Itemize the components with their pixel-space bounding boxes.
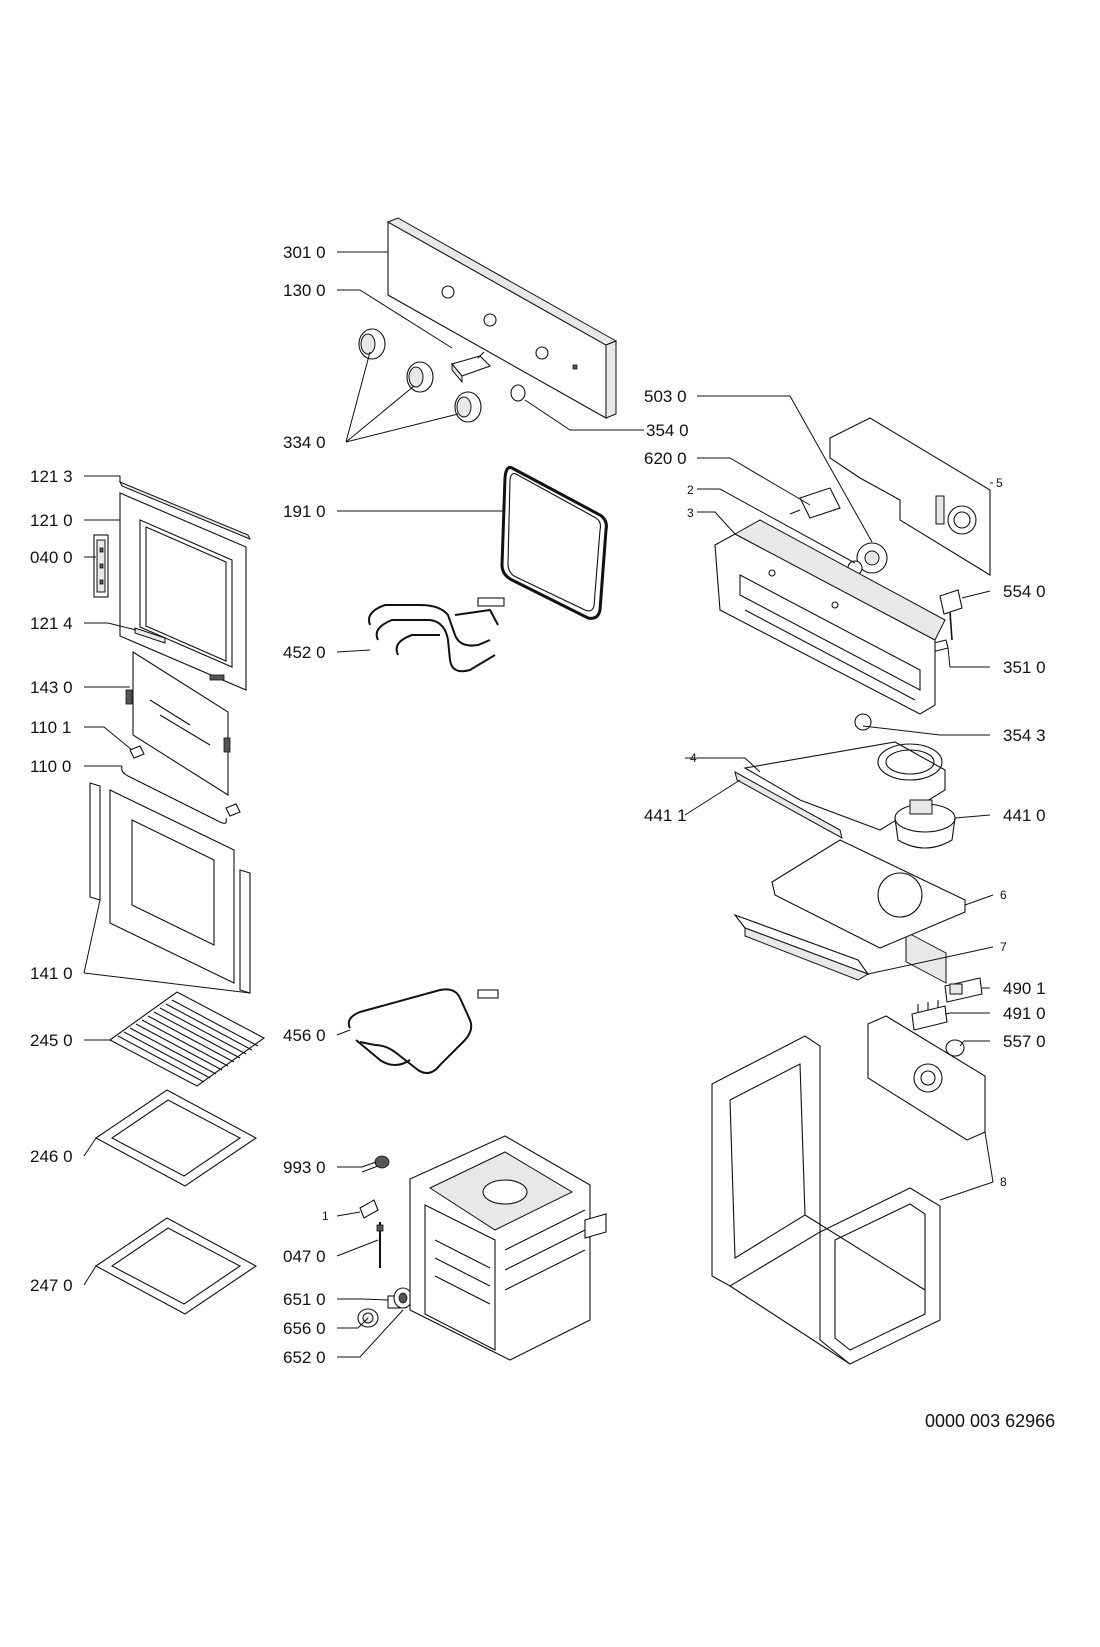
label-191-0: 191 0	[283, 502, 326, 521]
label-143-0: 143 0	[30, 678, 73, 697]
label-557-0: 557 0	[1003, 1032, 1046, 1051]
part-knobs	[358, 328, 482, 423]
leader-lines	[83, 251, 994, 1358]
part-small-fixings	[359, 1155, 390, 1268]
label-441-1: 441 1	[644, 806, 687, 825]
label-651-0: 651 0	[283, 1290, 326, 1309]
document-reference-number: 0000 003 62966	[925, 1411, 1055, 1431]
part-hinge	[93, 534, 109, 598]
label-130-0: 130 0	[283, 281, 326, 300]
label-656-0: 656 0	[283, 1319, 326, 1338]
part-door-trim-bottom	[134, 627, 166, 644]
label-245-0: 245 0	[30, 1031, 73, 1050]
part-grill-element	[368, 597, 505, 673]
part-lower-element	[347, 988, 499, 1075]
label-3: 3	[687, 506, 694, 520]
part-fan-motor	[894, 799, 956, 849]
label-141-0: 141 0	[30, 964, 73, 983]
label-247-0: 247 0	[30, 1276, 73, 1295]
label-351-0: 351 0	[1003, 658, 1046, 677]
label-554-0: 554 0	[1003, 582, 1046, 601]
part-glass-panel	[125, 651, 231, 796]
label-652-0: 652 0	[283, 1348, 326, 1367]
part-button-cap	[854, 713, 872, 731]
label-993-0: 993 0	[283, 1158, 326, 1177]
part-deep-tray	[94, 1217, 258, 1315]
label-040-0: 040 0	[30, 548, 73, 567]
part-oven-cavity	[409, 1135, 607, 1361]
label-4: 4	[690, 751, 697, 765]
label-334-0: 334 0	[283, 433, 326, 452]
part-baking-tray	[94, 1089, 258, 1187]
label-121-3: 121 3	[30, 467, 73, 486]
label-301-0: 301 0	[283, 243, 326, 262]
part-back-panel	[867, 1015, 986, 1141]
label-110-0: 110 0	[30, 757, 71, 776]
part-door-gasket	[500, 466, 608, 620]
label-121-4: 121 4	[30, 614, 73, 633]
part-bottom-plate	[733, 839, 966, 981]
label-6: 6	[1000, 888, 1007, 902]
part-fan-plate	[734, 741, 946, 839]
part-rear-top-cover	[829, 417, 991, 984]
label-456-0: 456 0	[283, 1026, 326, 1045]
label-503-0: 503 0	[644, 387, 687, 406]
part-knob-spindle	[510, 384, 526, 402]
label-354-3: 354 3	[1003, 726, 1046, 745]
part-control-panel	[386, 217, 618, 419]
label-354-0: 354 0	[646, 421, 689, 440]
label-452-0: 452 0	[283, 643, 326, 662]
part-number-labels: 301 0 130 0 334 0 354 0 121 3 121 0 040 …	[30, 243, 1046, 1367]
label-047-0: 047 0	[283, 1247, 326, 1266]
part-electrical-components	[911, 977, 983, 1057]
label-246-0: 246 0	[30, 1147, 73, 1166]
label-110-1: 110 1	[30, 718, 71, 737]
part-outer-casing	[711, 1035, 941, 1365]
part-outer-door	[89, 782, 251, 994]
part-switch	[451, 351, 492, 384]
label-5: 5	[996, 476, 1003, 490]
part-wire-rack	[108, 991, 266, 1087]
label-620-0: 620 0	[644, 449, 687, 468]
label-490-1: 490 1	[1003, 979, 1046, 998]
part-door-trim-top	[118, 481, 252, 540]
label-7: 7	[1000, 940, 1007, 954]
part-door-rod	[121, 745, 241, 824]
part-inner-door	[119, 492, 247, 691]
label-2: 2	[687, 483, 694, 497]
label-8: 8	[1000, 1175, 1007, 1189]
part-oven-lamp	[357, 1287, 413, 1328]
label-491-0: 491 0	[1003, 1004, 1046, 1023]
label-441-0: 441 0	[1003, 806, 1046, 825]
label-1: 1	[322, 1209, 329, 1223]
label-121-0: 121 0	[30, 511, 73, 530]
